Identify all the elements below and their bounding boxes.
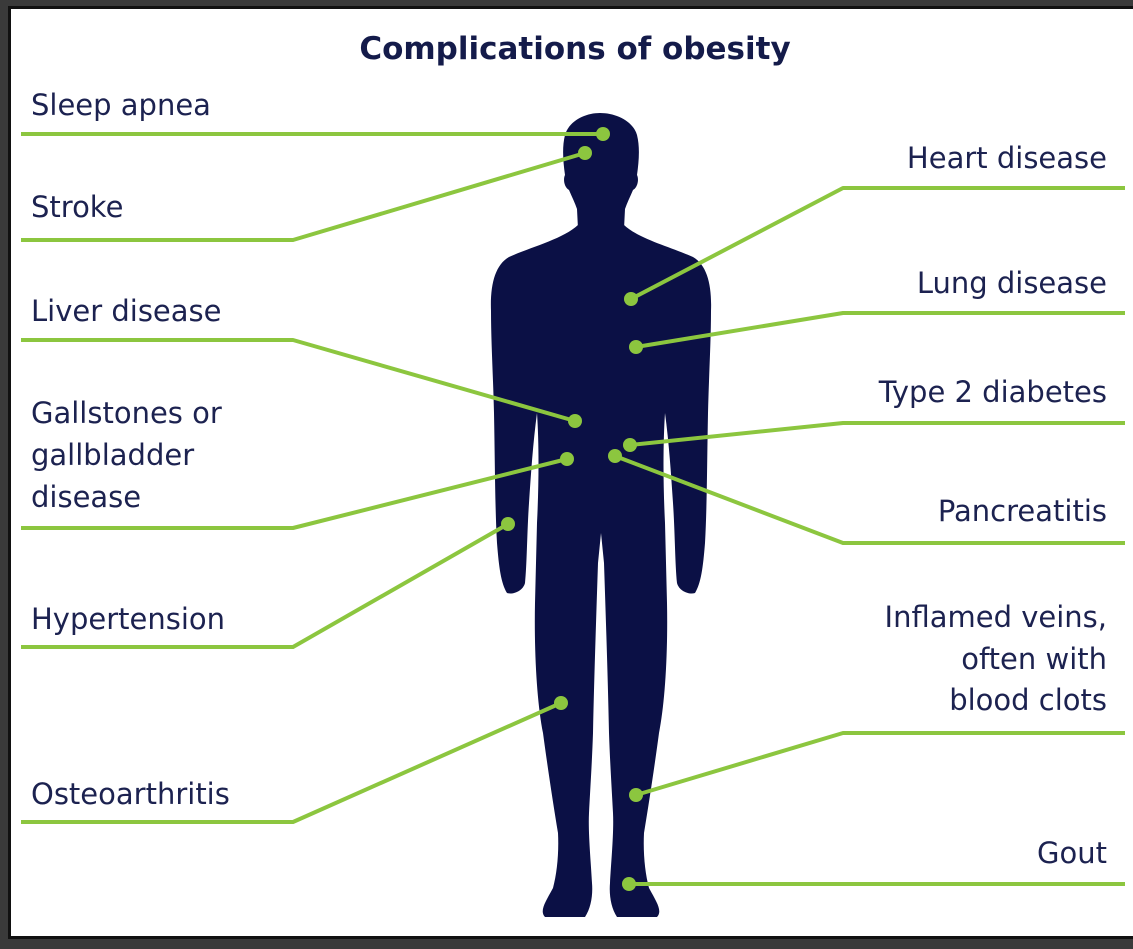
stroke-label-line: Stroke	[31, 190, 123, 224]
human-silhouette	[491, 113, 711, 917]
pancreatitis-marker-dot	[608, 449, 622, 463]
inflamed-veins-label-line: blood clots	[949, 683, 1107, 717]
inflamed-veins-leader-line	[636, 733, 1125, 795]
osteoarthritis-label: Osteoarthritis	[31, 777, 230, 811]
diagram-title: Complications of obesity	[359, 31, 790, 67]
inflamed-veins-label-line: often with	[961, 642, 1107, 676]
osteoarthritis-marker-dot	[554, 696, 568, 710]
liver-disease-label-line: Liver disease	[31, 294, 222, 328]
gout-marker-dot	[622, 877, 636, 891]
gout-label-line: Gout	[1037, 836, 1107, 870]
sleep-apnea-label-line: Sleep apnea	[31, 88, 211, 122]
stroke-marker-dot	[578, 146, 592, 160]
gout-label: Gout	[1037, 836, 1107, 870]
heart-disease-label: Heart disease	[907, 141, 1107, 175]
inflamed-veins-marker-dot	[629, 788, 643, 802]
pancreatitis-label: Pancreatitis	[938, 494, 1107, 528]
type-2-diabetes-label-line: Type 2 diabetes	[878, 375, 1107, 409]
inflamed-veins-label: Inflamed veins, often with blood clots	[885, 600, 1107, 717]
obesity-complications-diagram: Complications of obesity Sleep apneaStro…	[11, 9, 1133, 942]
sleep-apnea-marker-dot	[596, 127, 610, 141]
gallstones-label-line: gallbladder	[31, 438, 194, 472]
inflamed-veins-label-line: Inflamed veins,	[885, 600, 1107, 634]
liver-disease-marker-dot	[568, 414, 582, 428]
lung-disease-label-line: Lung disease	[917, 266, 1107, 300]
gallstones-marker-dot	[560, 452, 574, 466]
sleep-apnea-label: Sleep apnea	[31, 88, 211, 122]
gallstones-label-line: disease	[31, 480, 141, 514]
type-2-diabetes-label: Type 2 diabetes	[878, 375, 1107, 409]
liver-disease-label: Liver disease	[31, 294, 222, 328]
torso-silhouette	[491, 225, 711, 917]
type-2-diabetes-marker-dot	[623, 438, 637, 452]
pancreatitis-label-line: Pancreatitis	[938, 494, 1107, 528]
lung-disease-marker-dot	[629, 340, 643, 354]
osteoarthritis-label-line: Osteoarthritis	[31, 777, 230, 811]
heart-disease-label-line: Heart disease	[907, 141, 1107, 175]
hypertension-label-line: Hypertension	[31, 602, 225, 636]
gallstones-label: Gallstones or gallbladder disease	[31, 396, 222, 514]
stroke-label: Stroke	[31, 190, 123, 224]
hypertension-marker-dot	[501, 517, 515, 531]
lung-disease-label: Lung disease	[917, 266, 1107, 300]
hypertension-label: Hypertension	[31, 602, 225, 636]
heart-disease-marker-dot	[624, 292, 638, 306]
gallstones-label-line: Gallstones or	[31, 396, 222, 430]
